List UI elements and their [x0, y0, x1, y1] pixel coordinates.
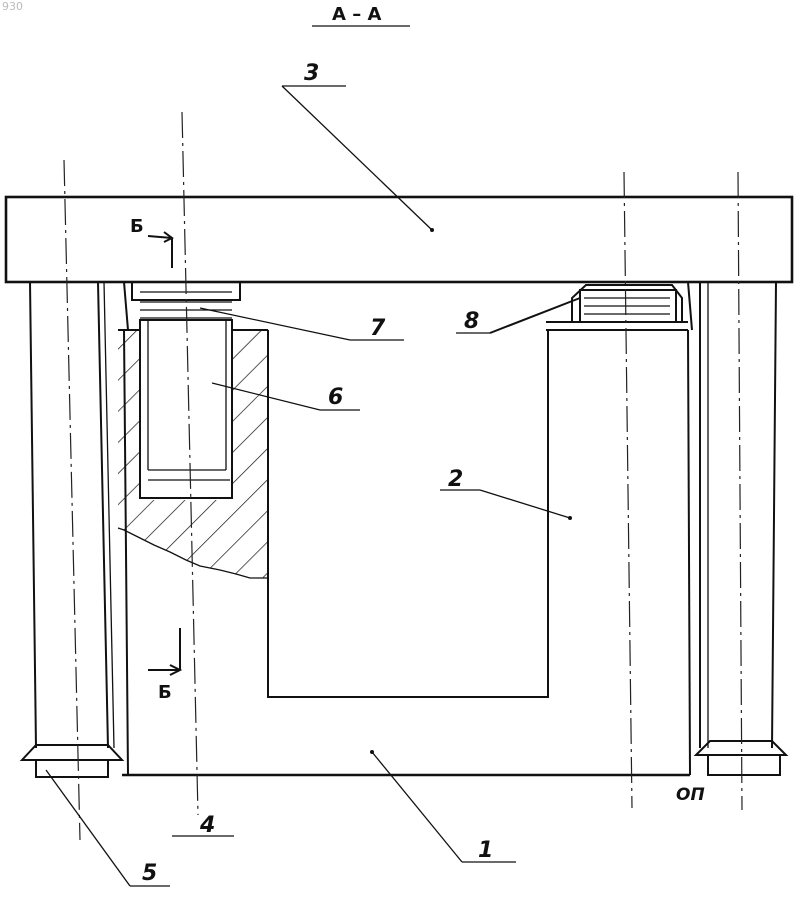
section-mark-upper: Б: [130, 216, 172, 268]
callout-6-label: 6: [328, 385, 343, 410]
section-mark-lower-label: Б: [158, 682, 172, 703]
base-mark: ОП: [676, 785, 705, 805]
left-column: [30, 282, 128, 748]
callout-3: 3: [282, 61, 434, 232]
callout-2-label: 2: [448, 467, 463, 492]
callout-8: 8: [456, 298, 580, 334]
left-foot: [22, 745, 122, 777]
callout-4: 4: [172, 813, 234, 838]
callout-7-label: 7: [370, 316, 386, 341]
section-mark-lower: Б: [148, 628, 180, 703]
callout-2: 2: [440, 467, 572, 520]
top-plate: [6, 197, 792, 282]
callout-5-label: 5: [142, 861, 157, 886]
hatched-section: [110, 320, 280, 590]
page-number: 930: [2, 0, 23, 13]
callout-1: 1: [370, 750, 516, 863]
callout-5: 5: [46, 770, 170, 886]
section-mark-upper-label: Б: [130, 216, 144, 237]
pin: [140, 320, 232, 498]
right-column: [688, 282, 776, 748]
callout-3-label: 3: [304, 61, 319, 86]
callout-8-label: 8: [464, 309, 479, 334]
section-title: A – A: [332, 4, 381, 25]
callout-4-label: 4: [199, 813, 215, 838]
axis-lines: [64, 112, 742, 840]
callout-1-label: 1: [478, 838, 493, 863]
callout-7: 7: [200, 308, 404, 341]
